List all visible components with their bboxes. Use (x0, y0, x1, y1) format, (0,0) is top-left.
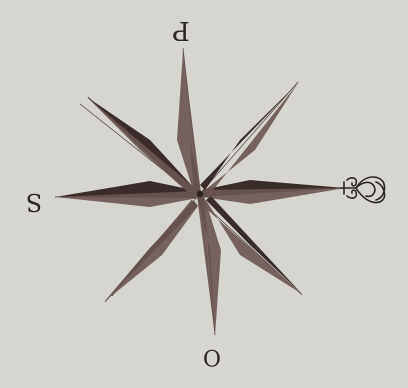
center-dot (197, 191, 203, 197)
label-left: S (26, 188, 42, 216)
label-bottom: O (203, 344, 221, 369)
label-top: P (172, 15, 190, 45)
